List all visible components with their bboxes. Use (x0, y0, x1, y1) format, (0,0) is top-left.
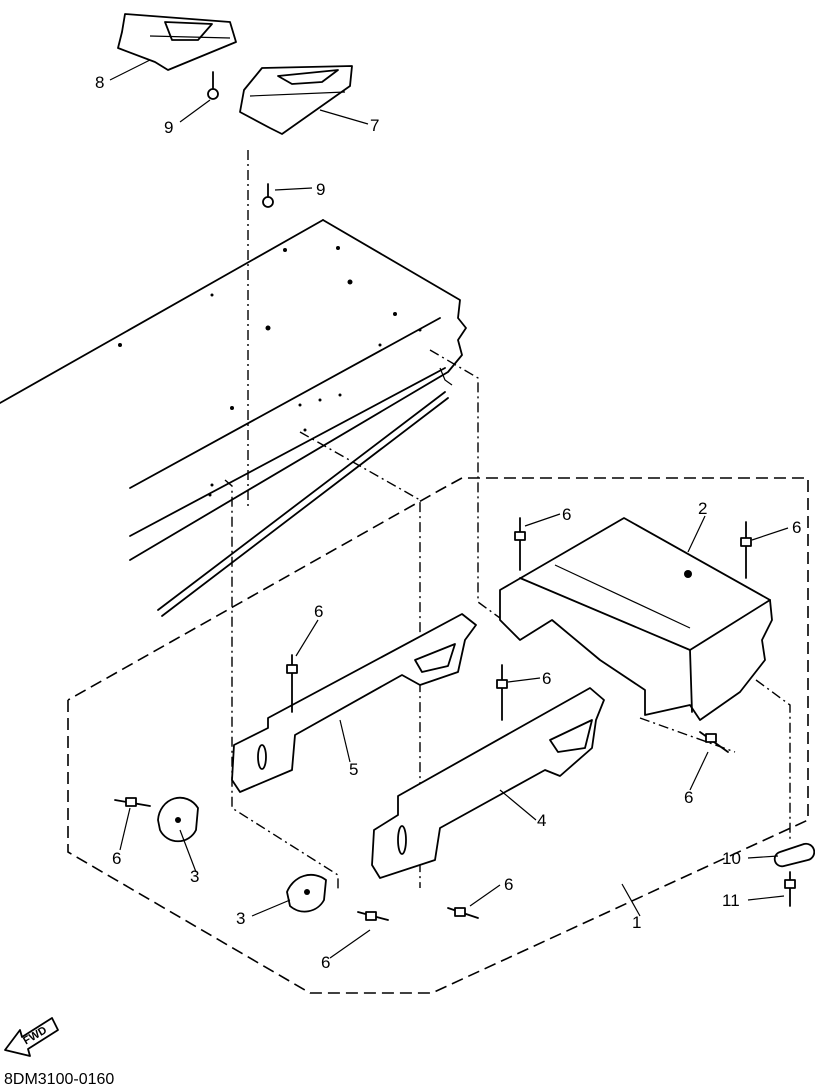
nut-10 (773, 842, 815, 868)
forward-arrow-icon: FWD (4, 1017, 59, 1057)
callout-7: 7 (370, 116, 379, 135)
callout-3: 3 (190, 867, 199, 886)
meter-cover-lower (239, 65, 353, 135)
callout-11: 11 (722, 891, 740, 910)
callout-4: 4 (537, 811, 546, 830)
callout-6: 6 (504, 875, 513, 894)
callout-6: 6 (792, 518, 801, 537)
rivet-6-group (114, 517, 752, 921)
callout-labels: 8 9 7 9 2 6 6 6 6 5 4 6 3 6 3 6 10 11 1 … (95, 73, 801, 972)
callout-6: 6 (684, 788, 693, 807)
callout-6: 6 (542, 669, 551, 688)
callout-6: 6 (321, 953, 330, 972)
rivet-6-b (740, 521, 752, 579)
callout-leaders (109, 59, 789, 959)
grommet-plate-3-upper (157, 796, 199, 843)
grommet-plate-3-lower (286, 873, 327, 913)
bracket-2 (499, 517, 773, 721)
bolt-9-upper (207, 71, 219, 100)
callout-9: 9 (316, 180, 325, 199)
callout-5: 5 (349, 760, 358, 779)
body-rivet-holes (118, 246, 422, 497)
rivet-6-f (114, 797, 151, 807)
callout-9: 9 (164, 118, 173, 137)
callout-2: 2 (698, 499, 707, 518)
callout-6: 6 (112, 849, 121, 868)
front-body-background (0, 150, 791, 890)
rivet-11 (784, 871, 796, 907)
frame-rail-4 (371, 687, 605, 879)
callout-8: 8 (95, 73, 104, 92)
callout-1: 1 (632, 913, 641, 932)
assembly-outline (67, 477, 809, 994)
meter-cover-upper (117, 13, 237, 71)
rivet-6-c (286, 654, 298, 713)
callout-10: 10 (722, 849, 741, 868)
callout-6: 6 (562, 505, 571, 524)
bolt-9-lower (262, 183, 274, 208)
rivet-6-a (514, 517, 526, 571)
rivet-6-e (699, 731, 729, 753)
drawing-code: 8DM3100-0160 (4, 1071, 114, 1088)
rivet-6-h (447, 907, 479, 919)
rivet-6-g (357, 911, 389, 921)
rivet-6-d (496, 664, 508, 721)
frame-rail-5 (231, 613, 477, 793)
callout-3: 3 (236, 909, 245, 928)
callout-6: 6 (314, 602, 323, 621)
